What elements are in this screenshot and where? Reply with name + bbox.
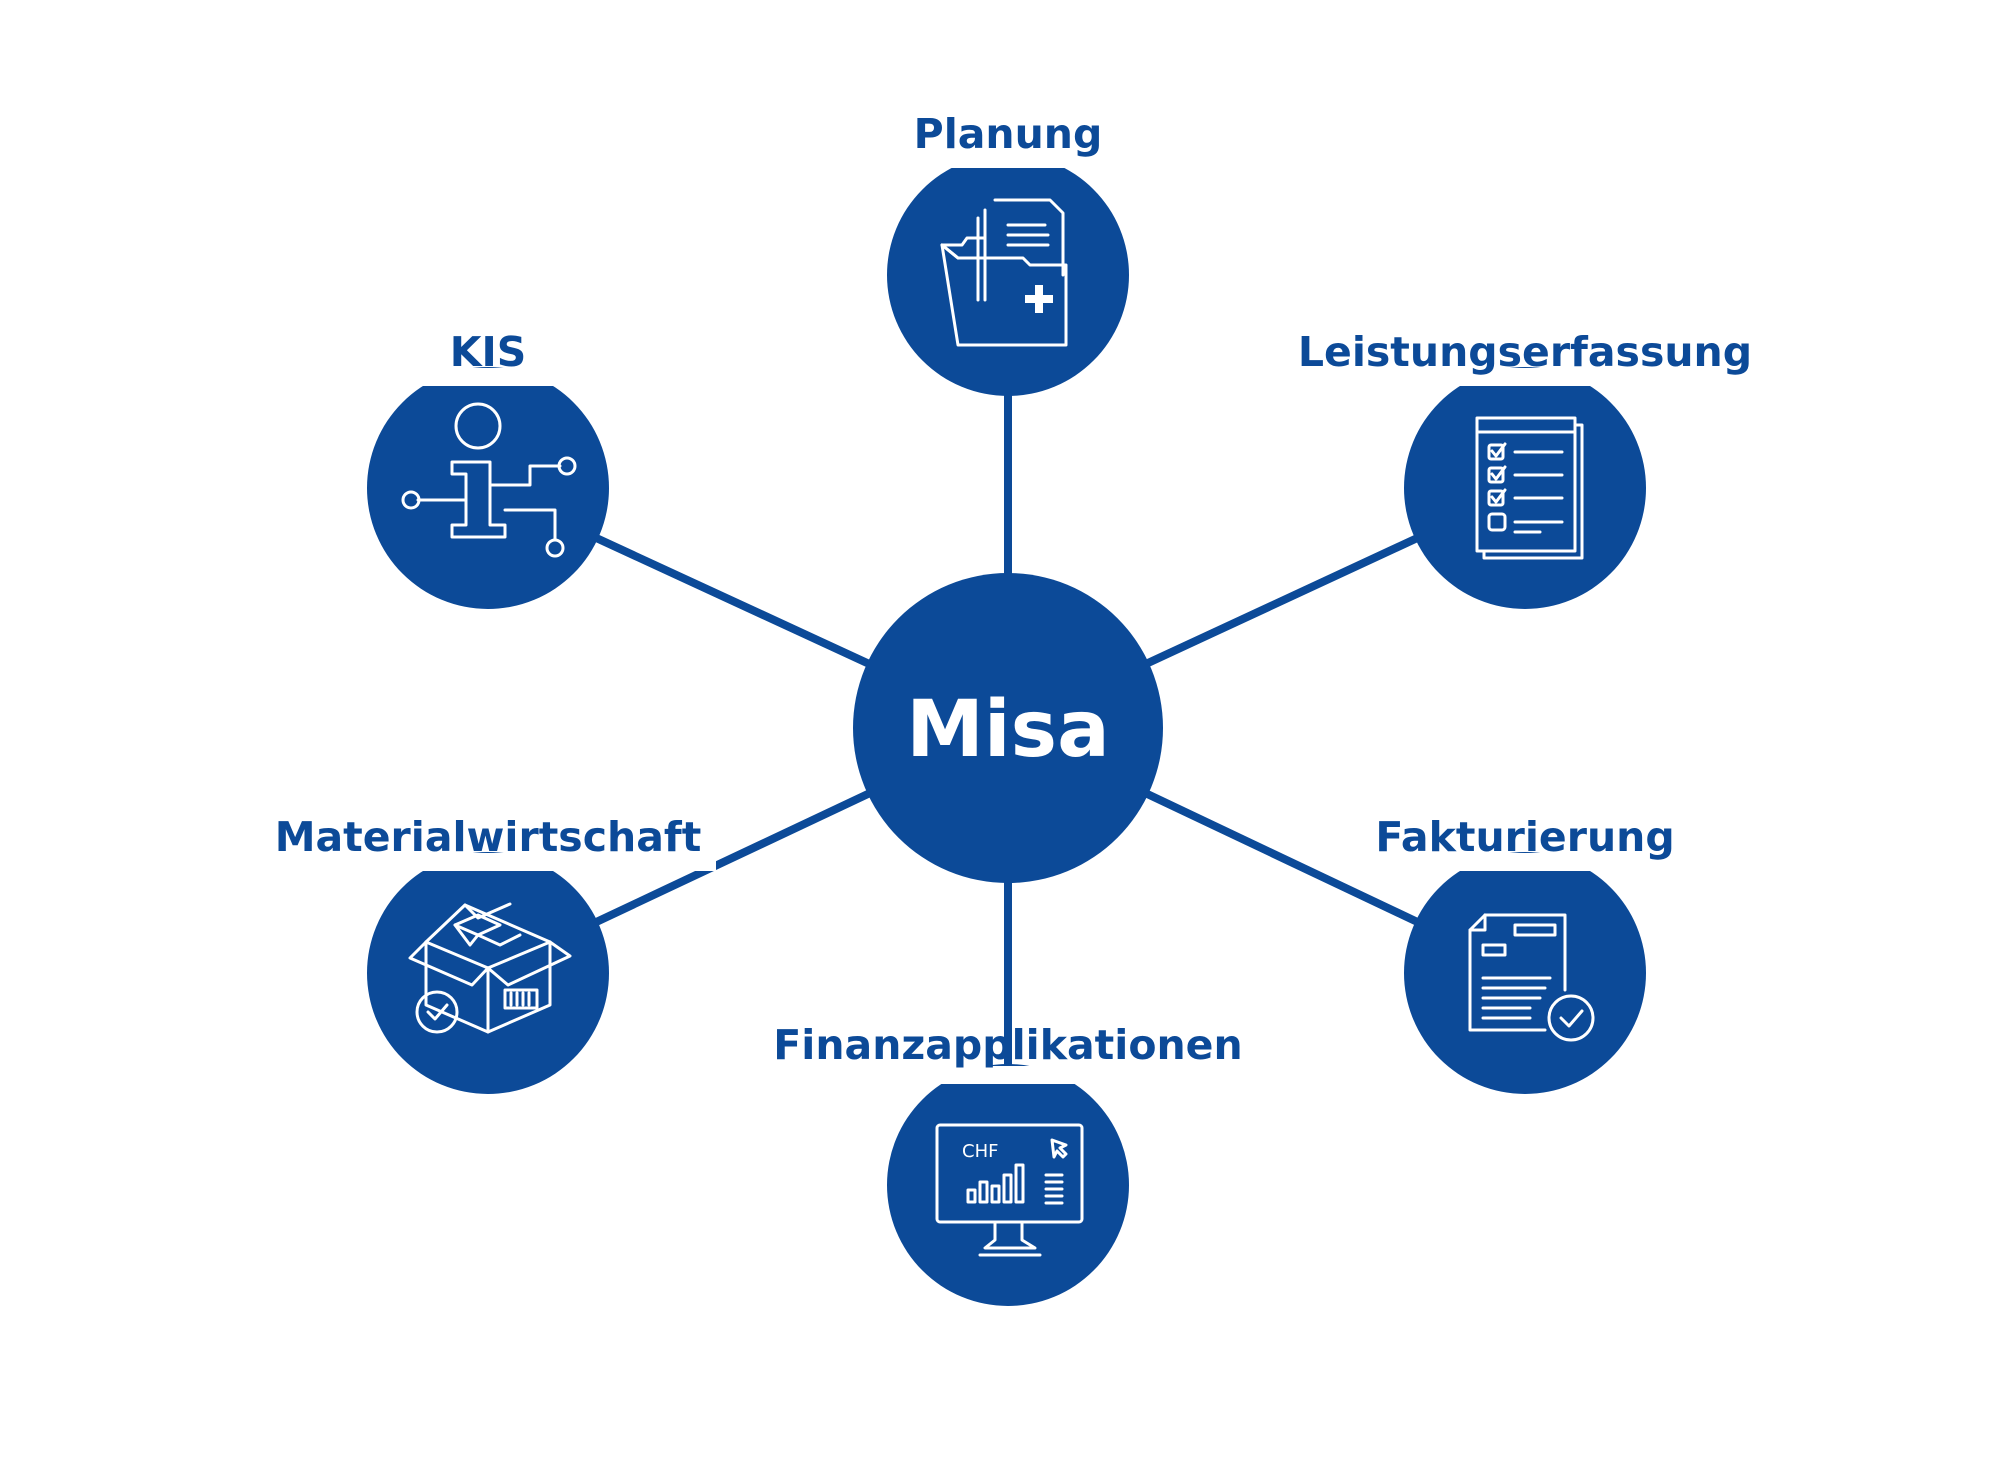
node-planung: Planung [880,110,1136,396]
info-circuit-icon [401,402,577,558]
invoice-check-icon [1468,913,1595,1042]
node-materialwirtschaft-label: Materialwirtschaft [275,813,702,861]
node-finanzapplikationen: Finanzapplikationen CHF [760,1021,1256,1306]
node-planung-label: Planung [914,110,1103,158]
center-node: Misa [853,573,1163,883]
open-box-check-icon [408,902,572,1034]
monitor-chart-currency-label: CHF [962,1141,998,1162]
node-materialwirtschaft: Materialwirtschaft [260,813,716,1094]
center-circle [853,573,1163,883]
node-finanzapplikationen-circle [887,1064,1129,1306]
checklist-icon [1475,416,1584,560]
center-label: Misa [906,685,1109,775]
node-kis: KIS [360,328,616,609]
folder-documents-plus-icon [940,198,1068,347]
node-leistungserfassung-circle [1404,367,1646,609]
node-fakturierung-label: Fakturierung [1375,813,1674,861]
node-fakturierung: Fakturierung [1375,813,1675,1094]
node-leistungserfassung-label: Leistungserfassung [1298,328,1752,376]
node-planung-circle [887,154,1129,396]
node-kis-label: KIS [450,328,527,376]
node-leistungserfassung: Leistungserfassung [1298,328,1752,609]
node-fakturierung-circle [1404,852,1646,1094]
node-finanzapplikationen-label: Finanzapplikationen [773,1021,1242,1069]
monitor-chart-icon: CHF [935,1123,1084,1257]
node-kis-circle [367,367,609,609]
